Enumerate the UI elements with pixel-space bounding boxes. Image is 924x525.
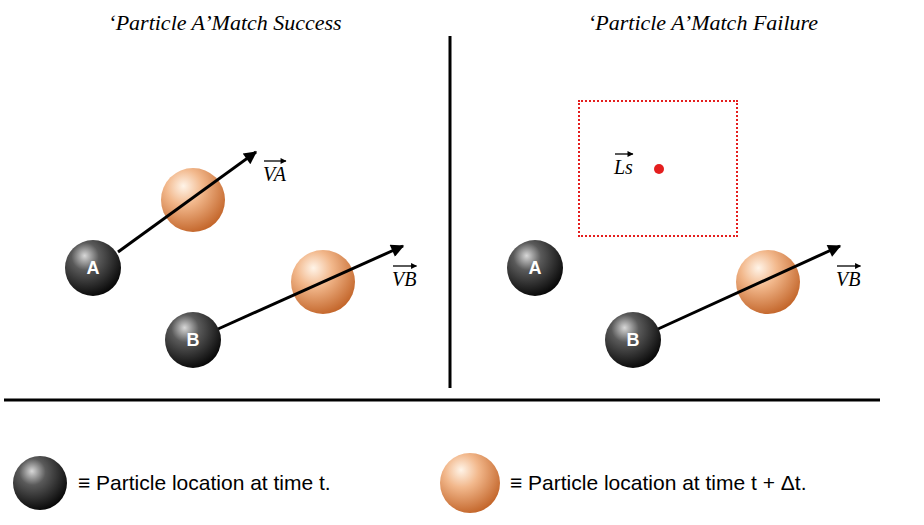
search-point: [654, 164, 664, 174]
vector-overarrow: [837, 265, 860, 266]
legend-sample-later: [440, 453, 500, 513]
velocity-arrow: [218, 246, 403, 329]
velocity-arrow: [658, 246, 840, 329]
particle-label: B: [187, 330, 200, 351]
later-particle: [161, 168, 225, 232]
particle: A: [507, 240, 563, 296]
panel-heading: ‘Particle A’Match Success: [108, 10, 341, 36]
velocity-arrow: [118, 152, 256, 252]
vector-label: VB: [392, 268, 416, 290]
vector-label: VB: [836, 268, 860, 290]
vector-label: VA: [263, 163, 286, 185]
particle-sphere: [65, 240, 121, 296]
legend-text: ≡ Particle location at time t.: [78, 470, 331, 495]
particle: A: [65, 240, 121, 296]
particle-label: B: [627, 330, 640, 351]
legend-sample-current: [13, 456, 67, 510]
vector-overarrow: [615, 153, 633, 154]
particle-sphere: [507, 240, 563, 296]
particle: B: [605, 312, 661, 368]
particle: B: [165, 312, 221, 368]
search-region: Ls: [578, 100, 738, 237]
later-particle: [736, 250, 800, 314]
panel-heading: ‘Particle A’Match Failure: [588, 10, 818, 36]
particle-label: A: [87, 258, 100, 279]
particle-label: A: [529, 258, 542, 279]
particle-sphere: [165, 312, 221, 368]
legend-divider: [4, 399, 880, 402]
vector-overarrow: [393, 265, 416, 266]
legend-text: ≡ Particle location at time t + Δt.: [510, 470, 806, 495]
vector-label: Ls: [614, 156, 633, 178]
panel-divider: [449, 36, 452, 388]
vector-overarrow: [264, 160, 286, 161]
particle-sphere: [605, 312, 661, 368]
